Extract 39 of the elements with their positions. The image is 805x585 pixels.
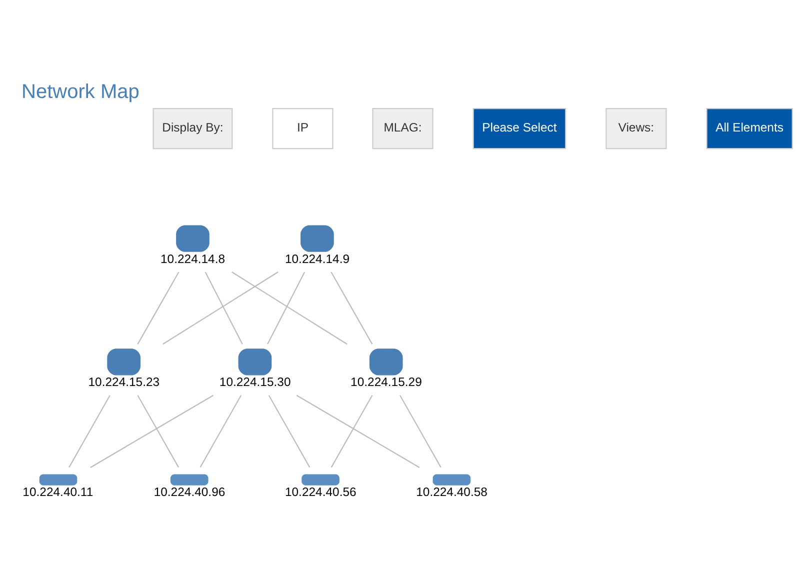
connector — [204, 272, 243, 344]
label: Display By: — [162, 120, 224, 135]
connector — [232, 272, 348, 345]
diagram-title: Network Map — [22, 80, 140, 103]
label: Please Select — [482, 120, 557, 135]
node-box — [369, 348, 403, 376]
node-box — [107, 348, 140, 376]
connector — [200, 395, 242, 468]
connector — [90, 394, 214, 468]
label: IP — [296, 120, 309, 135]
connector — [267, 272, 306, 344]
node-label: 10.224.14.8 — [160, 252, 226, 266]
label: Views: — [618, 120, 654, 135]
connector — [162, 272, 278, 345]
connector — [137, 395, 180, 468]
node-box — [432, 474, 471, 486]
node-label: 10.224.14.9 — [284, 252, 350, 266]
label: MLAG: — [384, 120, 422, 135]
node-box — [238, 348, 272, 376]
node-label: 10.224.15.30 — [219, 375, 291, 390]
node-label: 10.224.40.96 — [154, 485, 226, 500]
node-box — [176, 225, 210, 252]
connector — [330, 395, 373, 468]
connector — [400, 395, 442, 468]
connector — [137, 272, 180, 344]
connector — [268, 395, 310, 468]
node-label: 10.224.15.29 — [350, 375, 422, 390]
connector — [68, 395, 110, 468]
node-label: 10.224.40.58 — [416, 485, 488, 500]
node-box — [39, 474, 78, 486]
node-label: 10.224.40.56 — [284, 485, 356, 500]
connector — [296, 394, 420, 468]
node-box — [302, 474, 340, 486]
connector — [330, 272, 373, 344]
node-box — [300, 225, 334, 252]
label: All Elements — [716, 120, 784, 135]
node-box — [170, 474, 208, 486]
node-label: 10.224.15.23 — [88, 375, 160, 390]
node-label: 10.224.40.11 — [22, 485, 94, 500]
